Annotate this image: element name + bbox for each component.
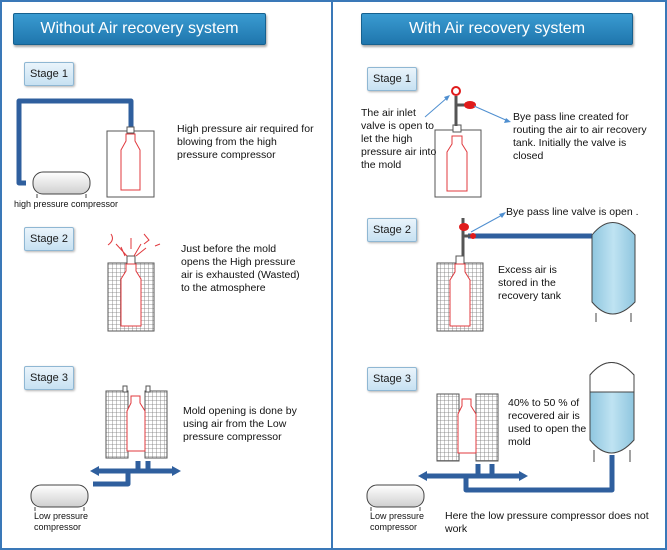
right-stage3-mold	[436, 393, 499, 462]
right-stage1-bypass-text: Bye pass line created for routing the ai…	[513, 111, 647, 162]
right-stage1-inlet-text: The air inlet valve is open to let the h…	[361, 107, 437, 171]
right-stage2-tank-text: Excess air is stored in the recovery tan…	[498, 264, 562, 302]
left-stage3-pipe	[93, 461, 172, 487]
recovery-tank-stage3	[589, 362, 635, 462]
right-stage2-label: Stage 2	[367, 218, 417, 242]
right-stage3-compressor-label: Low pressure compressor	[370, 511, 425, 532]
left-stage3-label: Stage 3	[24, 366, 74, 390]
right-stage1-arrows	[424, 96, 509, 122]
left-stage1-compressor	[32, 171, 91, 198]
left-stage3-compressor	[30, 484, 89, 511]
right-stage2-valve-text: Bye pass line valve is open .	[506, 206, 639, 218]
left-stage1-compressor-label: high pressure compressor	[14, 199, 119, 209]
right-panel-title: With Air recovery system	[361, 13, 633, 45]
left-stage3-mold	[105, 385, 168, 459]
bypass-valve-icon	[464, 101, 476, 109]
right-stage2-mold	[436, 255, 484, 332]
left-stage1-pipe	[16, 98, 134, 186]
right-stage3-pipe	[426, 455, 615, 493]
left-stage2-text: Just before the mold opens the High pres…	[181, 243, 300, 294]
left-stage1-label: Stage 1	[24, 62, 74, 86]
right-stage3-note: Here the low pressure compressor does no…	[445, 510, 649, 535]
left-panel-title: Without Air recovery system	[13, 13, 266, 45]
inlet-valve-icon	[451, 86, 461, 96]
right-stage3-label: Stage 3	[367, 367, 417, 391]
right-stage3-text: 40% to 50 % of recovered air is used to …	[508, 397, 587, 448]
recovery-tank-stage2	[591, 222, 636, 322]
right-stage1-label: Stage 1	[367, 67, 417, 91]
left-stage1-mold	[106, 126, 155, 198]
left-stage2-label: Stage 2	[24, 227, 74, 251]
left-stage3-compressor-label: Low pressure compressor	[34, 511, 89, 532]
left-stage2-mold	[107, 233, 161, 332]
stage2-valve-icon	[459, 223, 469, 231]
right-stage3-compressor	[366, 484, 425, 511]
left-stage1-text: High pressure air required for blowing f…	[177, 123, 314, 161]
right-stage1-mold	[434, 96, 482, 198]
left-stage3-text: Mold opening is done by using air from t…	[183, 405, 297, 443]
